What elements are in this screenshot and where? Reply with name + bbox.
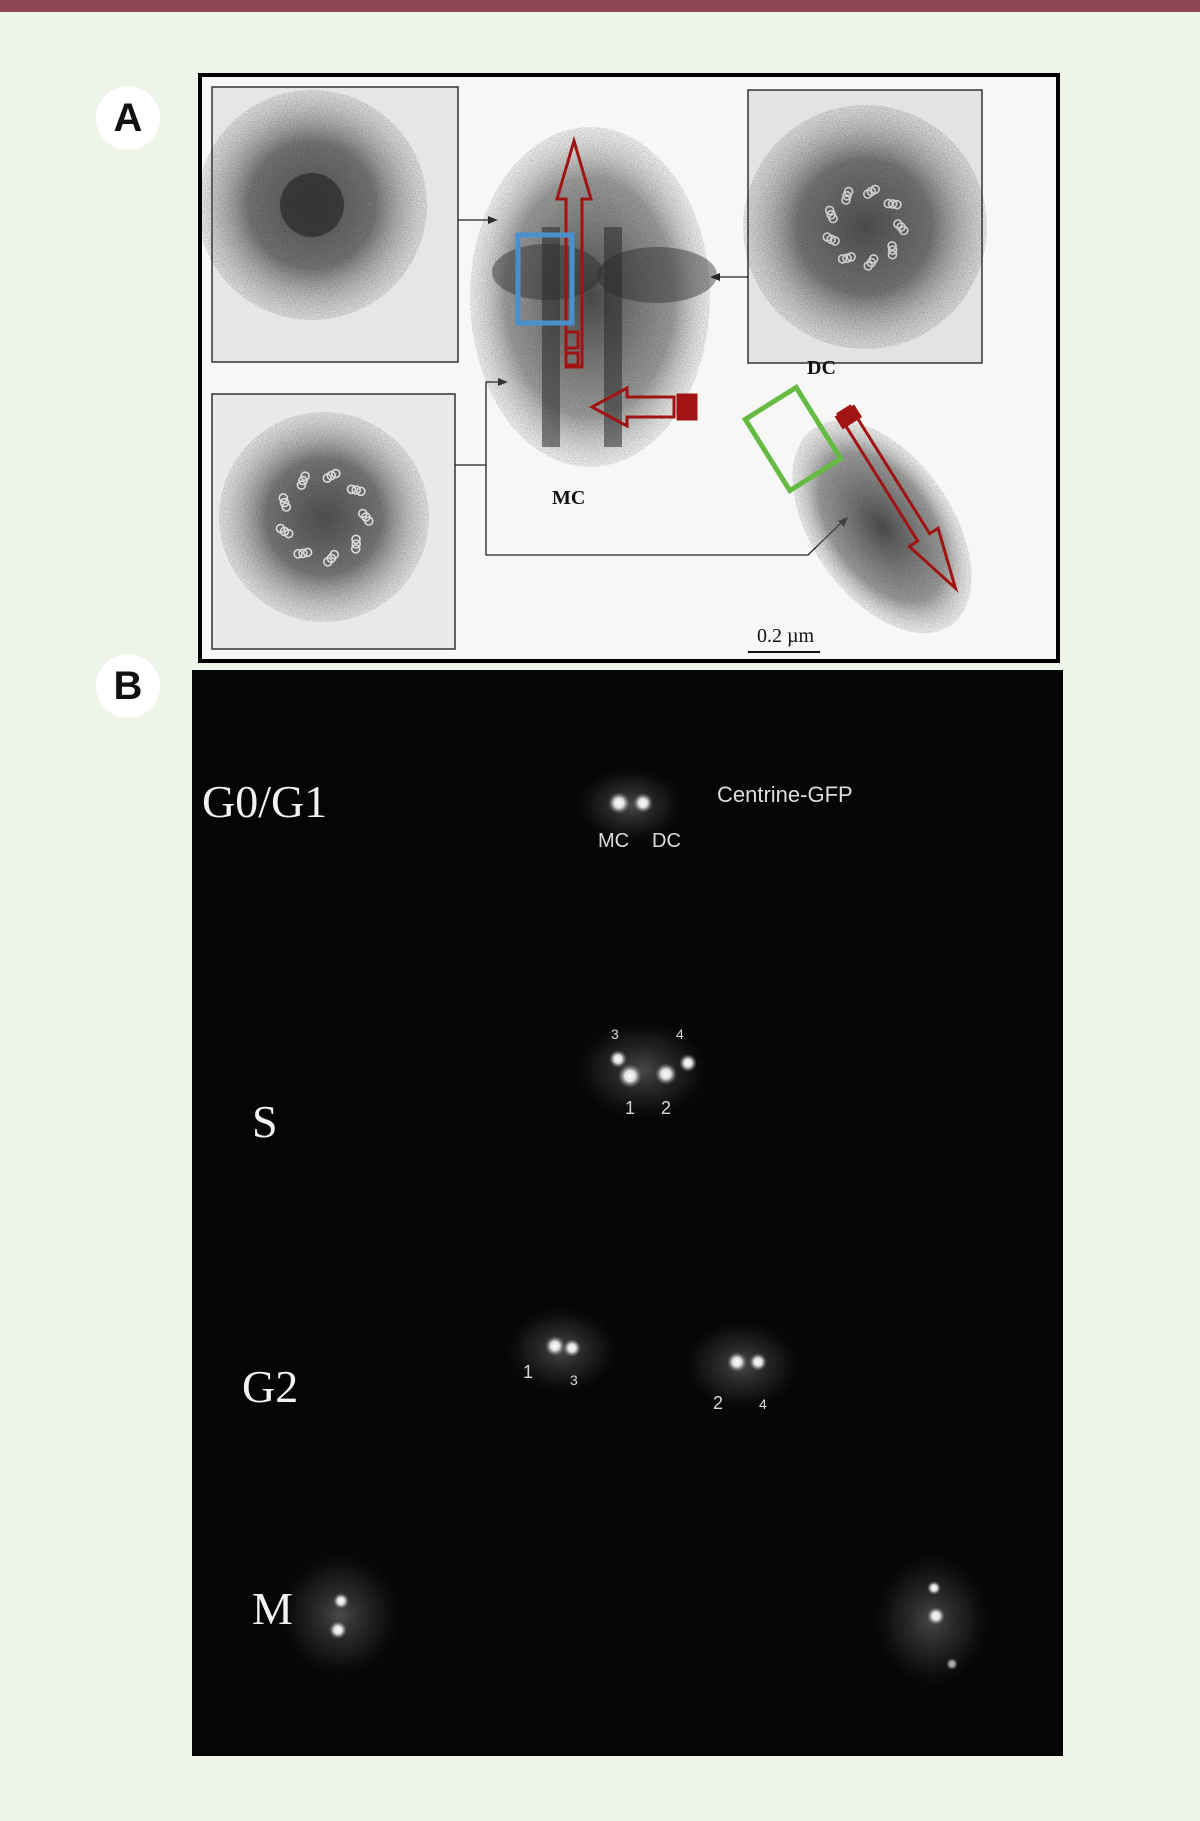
phase-g2-cell-right (677, 1315, 807, 1415)
g2-label-1: 1 (523, 1362, 534, 1382)
g0g1-spot-mc (608, 792, 630, 814)
microtubule-triplet (893, 219, 903, 229)
s-label-2: 2 (661, 1098, 672, 1118)
s-label-1: 1 (625, 1098, 636, 1118)
microtubule-triplet (296, 480, 307, 490)
microtubule-triplet (883, 198, 894, 209)
microtubule-triplet (302, 547, 313, 558)
top-color-bar (0, 0, 1200, 12)
microtubule-triplet (351, 485, 361, 495)
microtubule-triplet (351, 539, 361, 549)
microtubule-triplet (331, 468, 341, 479)
s-spot-1 (618, 1064, 642, 1088)
microtubule-triplet (870, 184, 881, 195)
inset-bottom-left (211, 393, 456, 650)
phase-m-cell-left (272, 1545, 408, 1685)
blue-box (515, 232, 575, 326)
microtubule-triplet (298, 548, 308, 559)
mother-centriole (470, 127, 717, 467)
microtubule-triplet (281, 502, 292, 512)
m-left-spot-b (329, 1621, 347, 1639)
scale-bar-label: 0.2 µm (757, 625, 815, 647)
g2-label-2: 2 (713, 1393, 724, 1413)
s-spot-3 (609, 1050, 627, 1068)
g0g1-spot-dc (633, 793, 653, 813)
microtubule-triplet (846, 252, 856, 262)
microtubule-triplet (887, 199, 898, 209)
microtubule-triplet (293, 548, 303, 559)
s-label-3: 3 (611, 1026, 619, 1042)
microtubule-triplet (826, 209, 837, 220)
microtubule-triplet (842, 253, 852, 263)
microtubule-triplet (300, 471, 310, 482)
microtubule-triplet (887, 249, 898, 260)
mc-label: MC (552, 487, 586, 509)
phase-s-cell (567, 1015, 717, 1125)
electron-micrograph-panel: MC DC 0.2 µm (198, 73, 1060, 663)
s-spot-2 (655, 1063, 677, 1085)
microtubule-triplet (863, 261, 874, 271)
inset-top-left (202, 86, 459, 363)
microtubule-triplet (279, 497, 290, 508)
m-right-spot-b (927, 1607, 945, 1625)
microtubule-triplet (275, 523, 286, 534)
microtubule-triplet (841, 195, 851, 205)
microtubule-triplet (898, 225, 909, 236)
centrine-gfp-label: Centrine-GFP (717, 782, 853, 807)
red-arrows (554, 135, 698, 429)
m-left-spot-a (333, 1593, 349, 1609)
fluorescence-image (272, 763, 997, 1695)
green-box (741, 384, 845, 494)
s-spot-4 (679, 1054, 697, 1072)
phase-label-g0g1: G0/G1 (202, 776, 328, 827)
microtubule-triplet (346, 484, 357, 495)
phase-label-s: S (252, 1096, 278, 1147)
g2-spot-3 (563, 1339, 581, 1357)
panel-b-label: B (96, 654, 160, 718)
m-right-spot-c (946, 1658, 958, 1670)
s-label-4: 4 (676, 1026, 684, 1042)
panel-a-label: A (96, 86, 160, 150)
daughter-centriole (792, 420, 972, 634)
m-right-spot-a (927, 1581, 941, 1595)
microtubule-triplet (892, 199, 902, 210)
phase-g2-cell-left (500, 1302, 624, 1398)
g0g1-label-mc: MC (598, 830, 630, 852)
microtubule-triplet (842, 191, 852, 201)
g2-spot-4 (749, 1353, 767, 1371)
electron-micrograph (202, 86, 987, 653)
phase-label-g2: G2 (242, 1361, 299, 1412)
g2-label-4: 4 (759, 1396, 767, 1412)
phase-g0g1-cell (570, 763, 690, 847)
dc-label: DC (807, 357, 836, 379)
inset-top-right (743, 89, 987, 364)
g2-spot-1 (545, 1336, 565, 1356)
microtubule-triplet (356, 486, 366, 497)
microtubule-triplet (843, 186, 854, 197)
g2-label-3: 3 (570, 1372, 578, 1388)
microtubule-triplet (351, 534, 361, 545)
microtubule-triplet (824, 205, 835, 216)
g0g1-label-dc: DC (652, 830, 681, 852)
microtubule-triplet (326, 470, 337, 481)
microtubule-triplet (837, 254, 848, 264)
microtubule-triplet (364, 516, 374, 526)
g2-spot-2 (727, 1352, 747, 1372)
microtubule-triplet (323, 556, 333, 567)
microtubule-triplet (887, 245, 898, 255)
microtubule-triplet (278, 493, 289, 503)
microtubule-triplet (822, 232, 833, 242)
phase-label-m: M (252, 1583, 293, 1634)
fluorescence-panel: G0/G1 Centrine-GFP MC DC S 3 4 1 2 G2 1 … (192, 670, 1063, 1756)
microtubule-triplet (350, 544, 361, 554)
phase-m-cell-right (867, 1545, 997, 1695)
microtubule-triplet (887, 241, 897, 251)
